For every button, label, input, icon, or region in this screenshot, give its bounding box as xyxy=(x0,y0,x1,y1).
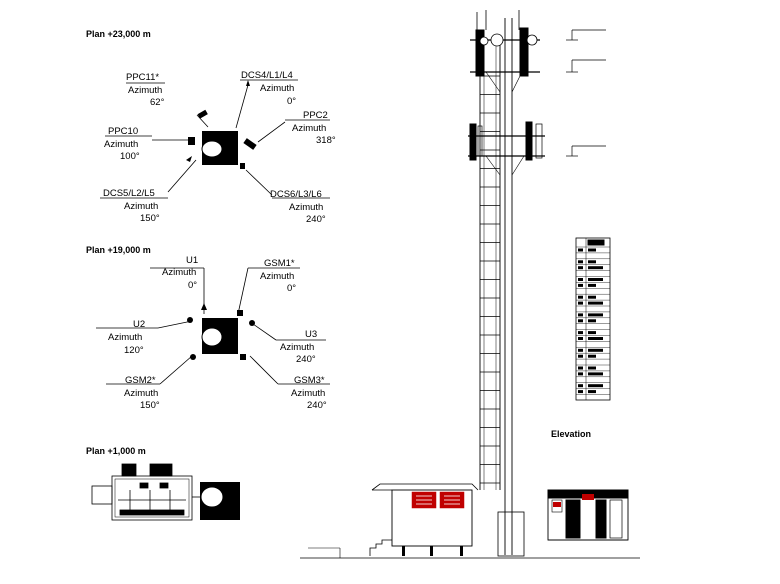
antenna-symbols-19000 xyxy=(187,303,255,360)
antenna-label: PPC10 xyxy=(108,126,138,137)
table-index-mark xyxy=(578,266,583,270)
azimuth-value: 240° xyxy=(306,214,326,225)
antenna-label: U3 xyxy=(305,329,317,340)
table-index-mark xyxy=(578,301,583,305)
table-cell-mark xyxy=(588,278,603,281)
antenna-label: PPC2 xyxy=(303,110,328,121)
plan-1000-title: Plan +1,000 m xyxy=(86,446,146,456)
table-index-mark xyxy=(578,348,583,352)
azimuth-value: 120° xyxy=(124,345,144,356)
azimuth-label: Azimuth xyxy=(292,123,326,134)
antenna-label: DCS6/L3/L6 xyxy=(270,189,322,200)
azimuth-value: 150° xyxy=(140,400,160,411)
azimuth-label: Azimuth xyxy=(260,83,294,94)
azimuth-label: Azimuth xyxy=(124,201,158,212)
azimuth-label: Azimuth xyxy=(108,332,142,343)
table-index-mark xyxy=(578,283,583,287)
table-index-mark xyxy=(578,260,583,264)
table-cell-mark xyxy=(588,331,596,335)
azimuth-label: Azimuth xyxy=(280,342,314,353)
table-index-mark xyxy=(578,337,583,340)
plan-19000: Plan +19,000 m U1 Azimuth 0° xyxy=(86,245,330,411)
azimuth-label: Azimuth xyxy=(162,267,196,278)
table-cell-mark xyxy=(588,260,596,264)
antenna-label: GSM1* xyxy=(264,258,295,269)
table-cell-mark xyxy=(588,366,596,370)
table-index-mark xyxy=(578,319,583,323)
azimuth-label: Azimuth xyxy=(260,271,294,282)
table-index-mark xyxy=(578,295,583,299)
table-index-mark xyxy=(578,366,583,370)
table-cell-mark xyxy=(588,319,596,323)
table-cell-mark xyxy=(588,384,603,388)
tower-elevation xyxy=(300,10,640,559)
antenna-label: GSM3* xyxy=(294,375,325,386)
plan-1000: Plan +1,000 m xyxy=(86,446,240,521)
antenna-label: U2 xyxy=(133,319,145,330)
azimuth-value: 318° xyxy=(316,135,336,146)
azimuth-value: 62° xyxy=(150,97,165,108)
table-cell-mark xyxy=(588,295,596,299)
azimuth-value: 100° xyxy=(120,151,140,162)
table-cell-mark xyxy=(588,248,596,252)
table-index-mark xyxy=(578,313,583,317)
table-cell-mark xyxy=(588,372,603,376)
table-index-mark xyxy=(578,248,583,252)
plan-23000: Plan +23,000 m PPC11* xyxy=(86,29,336,225)
azimuth-value: 240° xyxy=(296,354,316,365)
table-cell-mark xyxy=(588,348,603,352)
table-cell-mark xyxy=(588,283,596,287)
plan-23000-title: Plan +23,000 m xyxy=(86,29,151,39)
mast-circle-19000 xyxy=(201,327,223,347)
table-index-mark xyxy=(578,384,583,388)
azimuth-label: Azimuth xyxy=(291,388,325,399)
azimuth-label: Azimuth xyxy=(289,202,323,213)
antenna-label: U1 xyxy=(186,255,198,266)
antenna-label: PPC11* xyxy=(126,72,159,83)
mast-circle-23000 xyxy=(201,140,223,158)
table-index-mark xyxy=(578,278,583,281)
leaders-23000 xyxy=(100,79,330,199)
azimuth-value: 240° xyxy=(307,400,327,411)
tower-base-circle xyxy=(200,486,224,508)
azimuth-value: 0° xyxy=(287,96,296,107)
antenna-label: DCS4/L1/L4 xyxy=(241,70,293,81)
antenna-label: DCS5/L2/L5 xyxy=(103,188,155,199)
azimuth-value: 150° xyxy=(140,213,160,224)
azimuth-label: Azimuth xyxy=(128,85,162,96)
table-index-mark xyxy=(578,390,583,394)
elevation-title: Elevation xyxy=(551,429,591,439)
table-cell-mark xyxy=(588,390,596,394)
table-cell-mark xyxy=(588,337,603,340)
azimuth-label: Azimuth xyxy=(104,139,138,150)
antenna-label: GSM2* xyxy=(125,375,156,386)
table-index-mark xyxy=(578,372,583,376)
table-index-mark xyxy=(578,354,583,358)
table-cell-mark xyxy=(588,301,603,305)
table-cell-mark xyxy=(588,313,603,317)
shelter-plan xyxy=(91,463,200,521)
azimuth-value: 0° xyxy=(287,283,296,294)
table-index-mark xyxy=(578,331,583,335)
antenna-symbols-23000 xyxy=(186,80,257,169)
table-cell-mark xyxy=(588,354,596,358)
azimuth-value: 0° xyxy=(188,280,197,291)
plan-19000-title: Plan +19,000 m xyxy=(86,245,151,255)
table-cell-mark xyxy=(588,266,603,270)
azimuth-label: Azimuth xyxy=(124,388,158,399)
